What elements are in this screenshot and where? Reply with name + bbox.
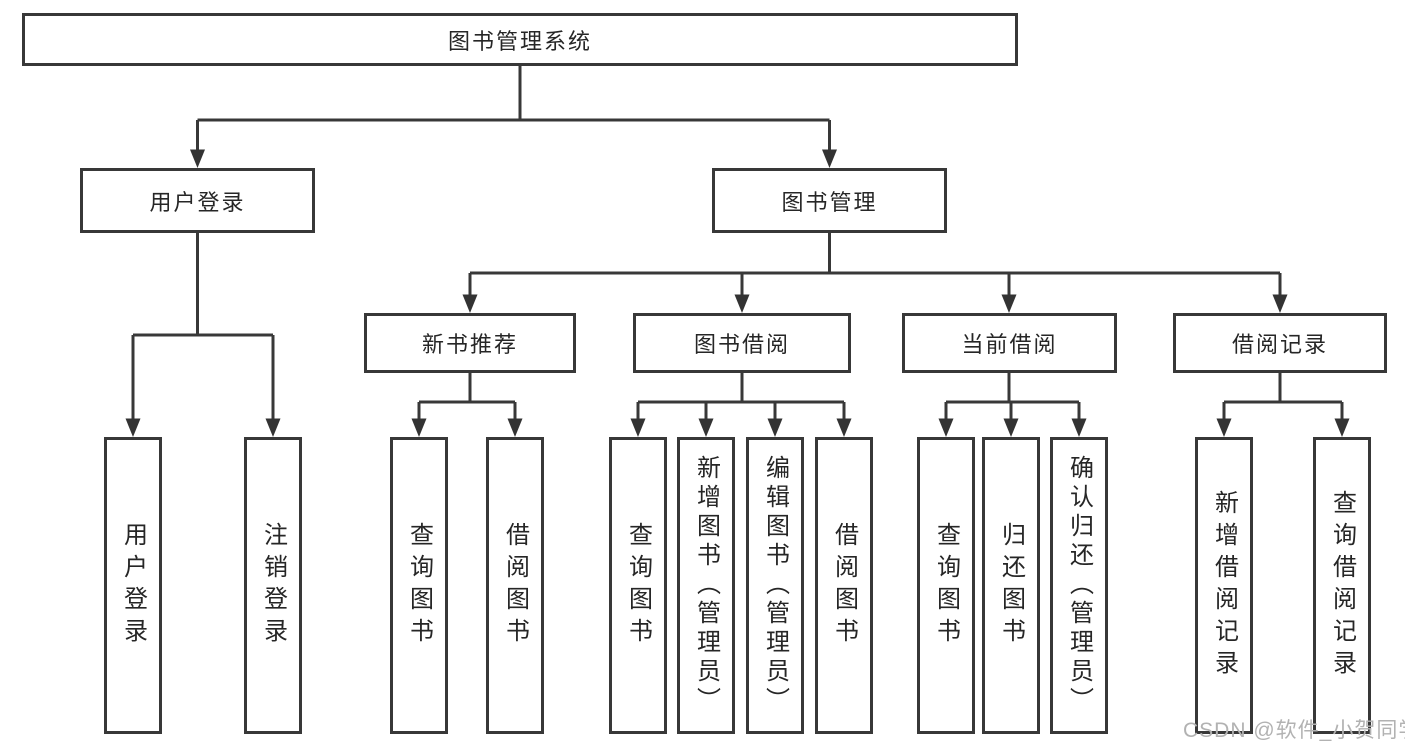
arrow-down-icon — [822, 149, 837, 168]
leaf-query-borrow-record: 查询借阅记录 — [1313, 437, 1371, 734]
connector-lines — [131, 66, 1344, 421]
connector-root-to-level2 — [196, 66, 831, 152]
node-label: 图书管理 — [781, 189, 878, 215]
watermark: CSDN @软件_小贺同学 — [1183, 719, 1405, 742]
leaf-return-books: 归还图书 — [982, 437, 1040, 734]
leaf-logout-login: 注销登录 — [244, 437, 302, 734]
arrow-down-icon — [125, 418, 141, 437]
node-label: 用户登录 — [119, 521, 147, 650]
node-library-management-system: 图书管理系统 — [22, 13, 1018, 66]
arrow-down-icon — [1272, 294, 1288, 313]
connector-borrow-records-to-leaves — [1222, 373, 1344, 421]
leaf-query-books-borrow: 查询图书 — [609, 437, 667, 734]
arrow-down-icon — [1216, 418, 1232, 437]
node-label: 查询图书 — [624, 521, 652, 650]
arrow-down-icon — [1071, 418, 1087, 437]
node-new-book-recommend: 新书推荐 — [364, 313, 576, 373]
leaf-add-books-admin: 新增图书（管理员） — [677, 437, 735, 734]
node-label: 用户登录 — [149, 189, 246, 215]
connector-user-login-to-leaves — [131, 233, 275, 421]
leaf-edit-books-admin: 编辑图书（管理员） — [746, 437, 804, 734]
connector-current-borrow-to-leaves — [944, 373, 1081, 421]
node-label: 借阅图书 — [830, 521, 858, 650]
arrow-down-icon — [265, 418, 281, 437]
node-label: 当前借阅 — [961, 332, 1058, 357]
arrow-down-icon — [507, 418, 523, 437]
arrow-down-icon — [411, 418, 427, 437]
arrow-down-icon — [630, 418, 646, 437]
node-current-borrow: 当前借阅 — [902, 313, 1117, 373]
leaf-query-books-recommend: 查询图书 — [390, 437, 448, 734]
node-label: 确认归还（管理员） — [1065, 455, 1093, 716]
node-book-management: 图书管理 — [712, 168, 947, 233]
node-label: 新书推荐 — [421, 332, 518, 357]
arrowheads — [125, 149, 1350, 437]
node-label: 图书借阅 — [693, 332, 790, 357]
node-label: 查询图书 — [405, 521, 433, 650]
leaf-confirm-return-admin: 确认归还（管理员） — [1050, 437, 1108, 734]
leaf-borrow-books-recommend: 借阅图书 — [486, 437, 544, 734]
node-borrow-records: 借阅记录 — [1173, 313, 1387, 373]
node-label: 查询图书 — [932, 521, 960, 650]
node-label: 编辑图书（管理员） — [761, 455, 789, 716]
leaf-borrow-books-borrow: 借阅图书 — [815, 437, 873, 734]
arrow-down-icon — [836, 418, 852, 437]
arrow-down-icon — [1334, 418, 1350, 437]
arrow-down-icon — [462, 294, 478, 313]
leaf-user-login: 用户登录 — [104, 437, 162, 734]
arrow-down-icon — [1003, 418, 1019, 437]
node-label: 新增图书（管理员） — [692, 455, 720, 716]
node-label: 借阅记录 — [1231, 332, 1328, 357]
connector-book-borrow-to-leaves — [636, 373, 846, 421]
node-user-login: 用户登录 — [80, 168, 315, 233]
arrow-down-icon — [190, 149, 205, 168]
node-label: 新增借阅记录 — [1210, 489, 1238, 682]
node-label: 图书管理系统 — [447, 28, 592, 54]
connector-book-management-to-level3 — [468, 233, 1282, 297]
node-book-borrow: 图书借阅 — [633, 313, 851, 373]
leaf-add-borrow-record: 新增借阅记录 — [1195, 437, 1253, 734]
leaf-query-books-current: 查询图书 — [917, 437, 975, 734]
arrow-down-icon — [698, 418, 714, 437]
arrow-down-icon — [1001, 294, 1017, 313]
arrow-down-icon — [734, 294, 750, 313]
arrow-down-icon — [767, 418, 783, 437]
connector-new-book-recommend-to-leaves — [417, 373, 517, 421]
node-label: 注销登录 — [259, 521, 287, 650]
arrow-down-icon — [938, 418, 954, 437]
node-label: 借阅图书 — [501, 521, 529, 650]
node-label: 归还图书 — [997, 521, 1025, 650]
node-label: 查询借阅记录 — [1328, 489, 1356, 682]
